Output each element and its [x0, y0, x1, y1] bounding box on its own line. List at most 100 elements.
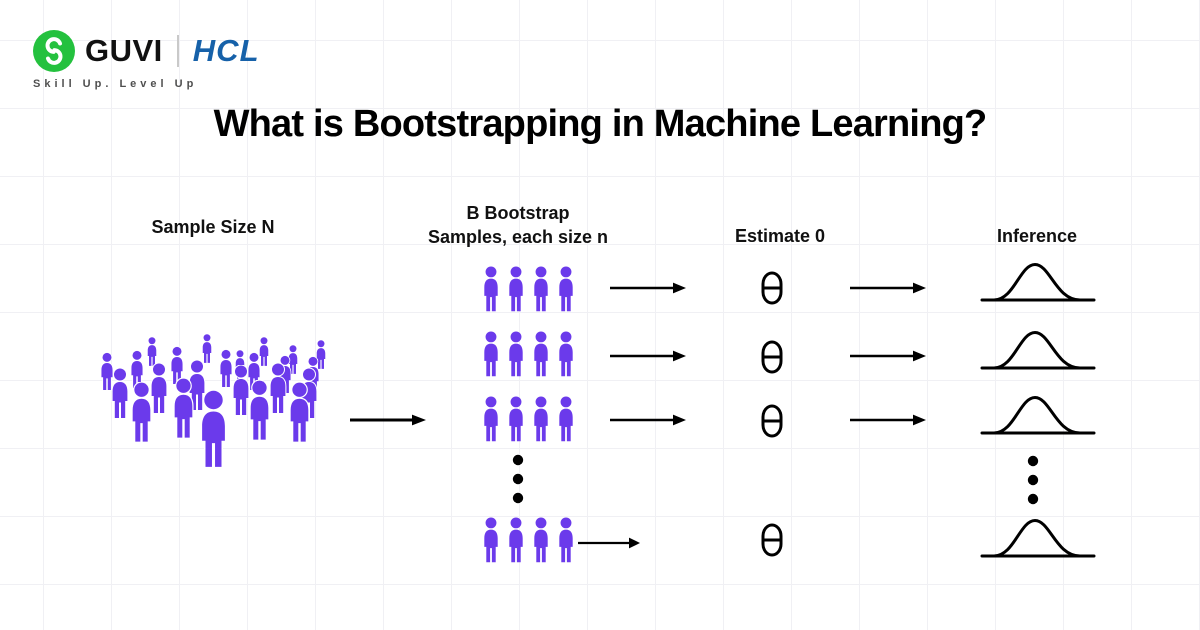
ellipsis-dot [512, 454, 524, 466]
column-header-bootstrap-line1: B Bootstrap [466, 203, 570, 223]
inference-curve-3 [978, 391, 1098, 437]
person-icon [484, 331, 498, 377]
bootstrap-sample-row-1 [480, 266, 577, 313]
population-person [169, 378, 198, 440]
bootstrap-ellipsis-dot [512, 492, 524, 504]
arrow-icon [578, 537, 640, 549]
person-icon [111, 368, 129, 419]
person-icon [484, 517, 498, 563]
estimate-theta-1 [760, 271, 784, 305]
population-person [195, 390, 232, 470]
arrow-icon [850, 414, 926, 426]
column-header-inference: Inference [996, 226, 1078, 246]
bootstrap-sample-row-3 [480, 396, 577, 443]
population-person [98, 352, 116, 392]
arrow-icon [350, 414, 426, 426]
flow-arrow [610, 280, 686, 296]
population-person [266, 363, 290, 415]
inference-ellipsis-dot [1027, 474, 1039, 486]
theta-symbol [761, 523, 783, 557]
person-icon [484, 266, 498, 312]
inference-ellipsis-dot [1027, 493, 1039, 505]
population-person [147, 363, 171, 415]
population-person [145, 337, 159, 367]
person-icon [202, 334, 212, 364]
person-icon [534, 331, 548, 377]
population-person [217, 349, 235, 389]
bell-curve-icon [980, 395, 1096, 435]
person-icon [150, 363, 168, 414]
person-icon [200, 390, 227, 469]
flow-arrow [850, 280, 926, 296]
person-icon [288, 345, 298, 375]
column-header-estimate: Estimate 0 [734, 226, 826, 246]
flow-arrow [850, 348, 926, 364]
person-icon [232, 365, 250, 416]
ellipsis-dot [1027, 455, 1039, 467]
person-icon [509, 517, 523, 563]
flow-arrow [578, 535, 640, 551]
column-header-bootstrap-line2: Samples, each size n [427, 227, 609, 247]
hcl-wordmark: HCL [192, 33, 260, 68]
person-icon [559, 517, 573, 563]
bootstrap-ellipsis-dot [512, 473, 524, 485]
person-icon [170, 346, 184, 385]
flow-arrow [850, 412, 926, 428]
person-icon [509, 266, 523, 312]
population-person [245, 380, 274, 442]
arrow-icon [850, 282, 926, 294]
column-header-bootstrap: B Bootstrap Samples, each size n [388, 201, 648, 249]
brand-header: GUVI HCL Skill Up. Level Up [33, 30, 260, 100]
inference-ellipsis-dot [1027, 455, 1039, 467]
person-icon [509, 331, 523, 377]
population-person [285, 382, 314, 444]
bell-curve-icon [980, 262, 1096, 302]
population-person [229, 365, 253, 417]
population-person [108, 368, 132, 420]
person-icon [484, 396, 498, 442]
bell-curve-icon [980, 330, 1096, 370]
brand-tagline: Skill Up. Level Up [33, 78, 198, 90]
guvi-logo-icon [33, 30, 75, 72]
bootstrap-sample-row-2 [480, 331, 577, 378]
population-person [127, 382, 156, 444]
ellipsis-dot [512, 473, 524, 485]
person-icon [559, 266, 573, 312]
population-person [200, 334, 214, 364]
person-icon [100, 352, 114, 391]
population-person [168, 346, 186, 386]
estimate-theta-2 [760, 340, 784, 374]
theta-symbol [761, 340, 783, 374]
person-icon [289, 382, 310, 443]
ellipsis-dot [1027, 493, 1039, 505]
bootstrap-sample-row-4 [480, 517, 577, 564]
ellipsis-dot [1027, 474, 1039, 486]
person-icon [259, 337, 269, 367]
person-icon [249, 380, 270, 441]
person-icon [188, 360, 206, 411]
bootstrap-ellipsis-dot [512, 454, 524, 466]
arrow-icon [610, 282, 686, 294]
inference-curve-2 [978, 326, 1098, 372]
person-icon [219, 349, 233, 388]
person-icon [559, 396, 573, 442]
guvi-wordmark: GUVI [85, 33, 163, 68]
person-icon [534, 517, 548, 563]
inference-curve-1 [978, 258, 1098, 304]
population-person [128, 350, 146, 390]
person-icon [131, 382, 152, 443]
column-header-population: Sample Size N [151, 217, 275, 237]
person-icon [269, 363, 287, 414]
arrow-icon [610, 350, 686, 362]
flow-arrow [350, 412, 426, 428]
person-icon [130, 350, 144, 389]
estimate-theta-3 [760, 404, 784, 438]
person-icon [559, 331, 573, 377]
flow-arrow [610, 348, 686, 364]
estimate-theta-4 [760, 523, 784, 557]
arrow-icon [850, 350, 926, 362]
person-icon [316, 340, 326, 370]
theta-symbol [761, 271, 783, 305]
arrow-icon [610, 414, 686, 426]
